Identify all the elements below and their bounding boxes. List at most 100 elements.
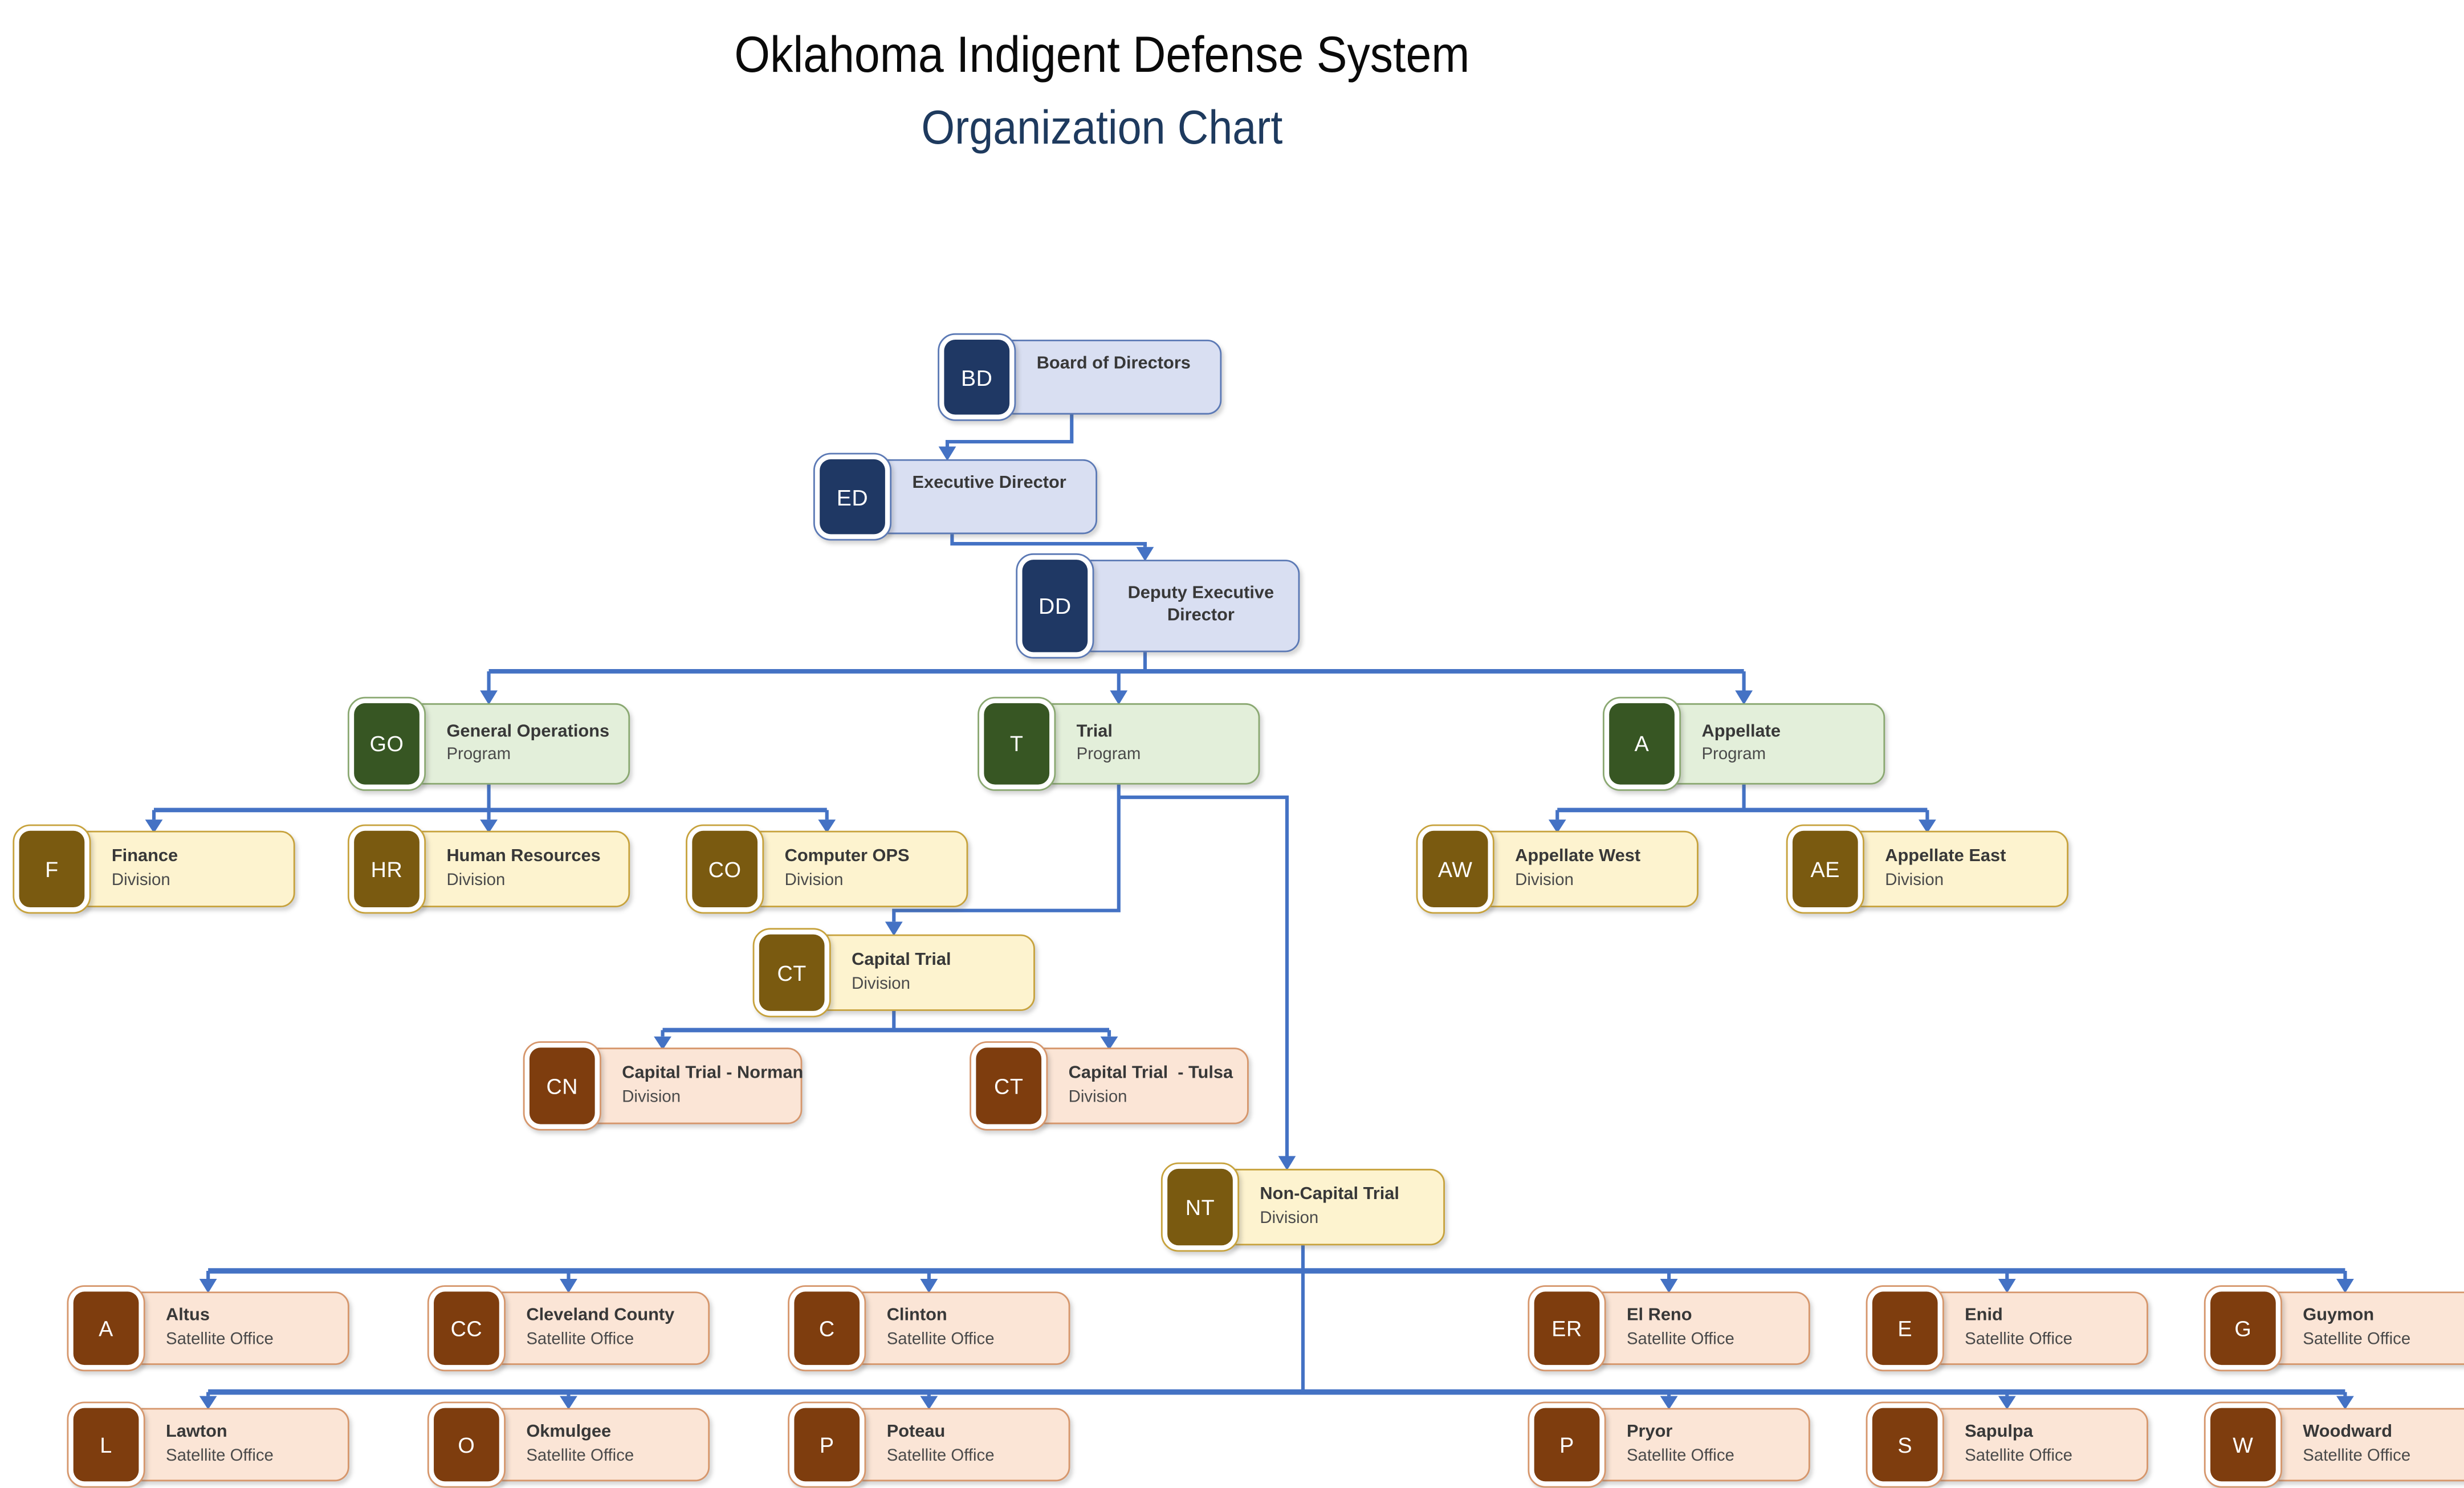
node-subtitle: Satellite Office: [1965, 1446, 2073, 1465]
node-subtitle: Satellite Office: [1626, 1330, 1734, 1349]
node-badge: CN: [523, 1041, 601, 1131]
node-subtitle: Division: [852, 974, 911, 993]
node-title: Okmulgee: [526, 1422, 612, 1442]
node-subtitle: Satellite Office: [886, 1330, 995, 1349]
node-title: Enid: [1965, 1306, 2003, 1326]
chart-title: Oklahoma Indigent Defense System Organiz…: [110, 22, 2094, 158]
node-badge: CO: [686, 824, 764, 914]
node-title: Capital Trial - Tulsa: [1068, 1063, 1233, 1083]
chart-title-line1: Oklahoma Indigent Defense System: [734, 25, 1470, 83]
node-badge: CC: [427, 1285, 506, 1372]
node-badge: E: [1866, 1285, 1944, 1372]
node-badge: CT: [752, 928, 831, 1018]
node-title: Cleveland County: [526, 1306, 675, 1326]
node-subtitle: Satellite Office: [1965, 1330, 2073, 1349]
node-subtitle: Satellite Office: [526, 1330, 634, 1349]
node-subtitle: Satellite Office: [165, 1446, 274, 1465]
node-badge: BD: [938, 333, 1016, 421]
node-title: Appellate West: [1515, 846, 1641, 866]
node-badge: AE: [1786, 824, 1864, 914]
node-subtitle: Program: [1076, 745, 1141, 765]
node-subtitle: Program: [446, 745, 511, 765]
node-subtitle: Division: [784, 870, 844, 890]
node-badge: W: [2204, 1401, 2282, 1488]
node-subtitle: Satellite Office: [526, 1446, 634, 1465]
node-badge: O: [427, 1401, 506, 1488]
node-subtitle: Division: [622, 1087, 681, 1107]
node-title: Board of Directors: [1036, 354, 1191, 373]
node-title: El Reno: [1626, 1306, 1692, 1326]
node-subtitle: Satellite Office: [886, 1446, 995, 1465]
node-badge: P: [788, 1401, 866, 1488]
node-badge: G: [2204, 1285, 2282, 1372]
org-node-deputy-executive-director: DD Deputy Executive Director: [1016, 553, 1300, 659]
node-title: Woodward: [2303, 1422, 2393, 1442]
chart-title-line2: Organization Chart: [921, 101, 1283, 154]
node-badge: A: [67, 1285, 145, 1372]
node-title: Finance: [111, 846, 178, 866]
node-badge: GO: [347, 696, 426, 791]
node-title: Deputy Executive Director: [1127, 584, 1274, 625]
node-badge: HR: [347, 824, 426, 914]
node-title: Clinton: [886, 1306, 947, 1326]
node-subtitle: Division: [1515, 870, 1574, 890]
node-title: General Operations: [446, 721, 610, 741]
node-badge: P: [1528, 1401, 1606, 1488]
node-title: Non-Capital Trial: [1260, 1185, 1399, 1204]
node-badge: DD: [1016, 553, 1094, 659]
org-node-executive-director: ED Executive Director: [813, 452, 1098, 541]
node-badge: AW: [1416, 824, 1494, 914]
node-title: Executive Director: [912, 474, 1066, 493]
node-badge: A: [1602, 696, 1681, 791]
node-subtitle: Division: [446, 870, 506, 890]
node-subtitle: Program: [1701, 745, 1766, 765]
node-badge: CT: [970, 1041, 1048, 1131]
node-subtitle: Division: [1260, 1208, 1319, 1228]
node-badge: T: [978, 696, 1056, 791]
node-badge: S: [1866, 1401, 1944, 1488]
node-title: Poteau: [886, 1422, 946, 1442]
org-node-board-of-directors: BD Board of Directors: [938, 333, 1222, 421]
node-badge: ED: [813, 452, 892, 541]
node-title: Appellate: [1701, 721, 1781, 741]
node-badge: L: [67, 1401, 145, 1488]
node-title: Appellate East: [1885, 846, 2006, 866]
node-subtitle: Satellite Office: [2303, 1330, 2411, 1349]
node-subtitle: Satellite Office: [165, 1330, 274, 1349]
node-subtitle: Division: [1885, 870, 1944, 890]
node-badge: NT: [1160, 1162, 1240, 1252]
node-title: Computer OPS: [784, 846, 910, 866]
node-title: Capital Trial: [852, 950, 951, 970]
node-title: Sapulpa: [1965, 1422, 2033, 1442]
node-title: Capital Trial - Norman: [622, 1063, 804, 1083]
node-title: Guymon: [2303, 1306, 2375, 1326]
node-title: Human Resources: [446, 846, 601, 866]
node-subtitle: Division: [1068, 1087, 1127, 1107]
org-node-computer-ops-division: CO Computer OPS Division: [686, 824, 968, 914]
node-title: Trial: [1076, 721, 1113, 741]
